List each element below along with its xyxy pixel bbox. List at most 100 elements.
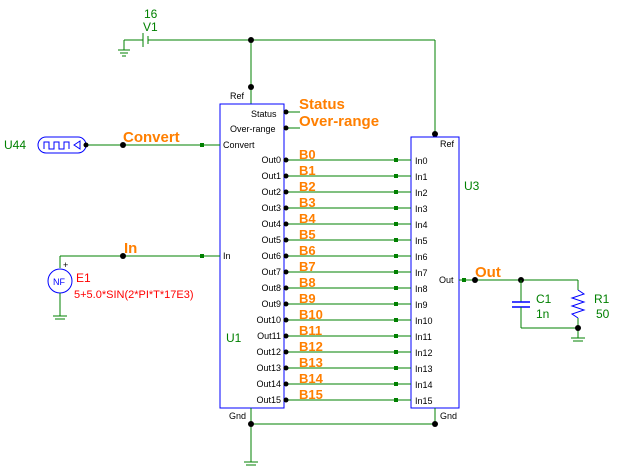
u1-out-pin-label: Out0 <box>261 155 281 165</box>
u1-out-pin-label: Out10 <box>256 315 281 325</box>
net-bit-label: B6 <box>299 243 316 258</box>
pin-dot <box>283 333 289 339</box>
v1-value: 16 <box>144 7 158 21</box>
pin-marker <box>394 334 398 338</box>
pin-dot <box>283 205 289 211</box>
pin-marker <box>394 222 398 226</box>
net-bit-label: B11 <box>299 323 322 338</box>
u1-out-pin-label: Out2 <box>261 187 281 197</box>
u1-out-pin-label: Out8 <box>261 283 281 293</box>
net-bit-label: B12 <box>299 339 323 354</box>
junction-dot <box>432 131 438 137</box>
u3-block <box>410 136 460 409</box>
junction-dot <box>248 84 254 90</box>
u1-gnd-label: Gnd <box>229 411 246 421</box>
pin-dot <box>283 221 289 227</box>
u44-name: U44 <box>4 138 26 152</box>
pin-marker <box>394 270 398 274</box>
pin-dot <box>283 109 289 115</box>
u3-in-pin-label: In8 <box>415 284 428 294</box>
u1-out-pin-label: Out1 <box>261 171 281 181</box>
u3-in-pin-label: In11 <box>415 332 432 342</box>
c1-value: 1n <box>536 307 549 321</box>
e1-source <box>47 268 73 320</box>
net-status: Status <box>299 96 345 113</box>
u3-in-pin-label: In15 <box>415 396 433 406</box>
u1-overrange-label: Over-range <box>230 124 276 134</box>
junction-dot <box>120 142 126 148</box>
pin-marker <box>394 302 398 306</box>
pin-dot <box>283 301 289 307</box>
pin-marker <box>394 286 398 290</box>
r1-name: R1 <box>594 292 610 306</box>
u3-in-pin-label: In6 <box>415 252 428 262</box>
pin-dot <box>283 173 289 179</box>
pin-marker <box>200 254 204 258</box>
c1-capacitor <box>512 280 578 329</box>
net-bit-label: B0 <box>299 147 316 162</box>
net-bit-label: B15 <box>299 387 323 402</box>
net-bit-label: B2 <box>299 179 316 194</box>
e1-name: E1 <box>76 271 91 285</box>
u3-ref-label: Ref <box>440 139 455 149</box>
r1-value: 50 <box>596 307 610 321</box>
u1-out-pin-label: Out15 <box>256 395 281 405</box>
junction-dot <box>120 253 126 259</box>
u3-in-pin-label: In14 <box>415 380 433 390</box>
net-bit-label: B13 <box>299 355 323 370</box>
u1-out-pin-label: Out12 <box>256 347 281 357</box>
e1-symbol: NF <box>53 277 65 287</box>
u1-in-label: In <box>223 251 231 261</box>
u3-in-pin-label: In3 <box>415 204 428 214</box>
pin-marker <box>394 174 398 178</box>
junction-dot <box>472 277 478 283</box>
pin-dot <box>283 349 289 355</box>
pin-marker <box>394 398 398 402</box>
u3-in-pin-label: In2 <box>415 188 428 198</box>
pin-marker <box>462 278 466 282</box>
net-overrange: Over-range <box>299 113 379 130</box>
u1-out-pin-label: Out4 <box>261 219 281 229</box>
pin-dot <box>283 317 289 323</box>
u1-out-pin-label: Out14 <box>256 379 281 389</box>
u1-out-pin-label: Out7 <box>261 267 281 277</box>
pin-marker <box>200 143 204 147</box>
u1-out-pin-label: Out5 <box>261 235 281 245</box>
junction-dot <box>432 421 438 427</box>
u3-in-pin-label: In0 <box>415 156 428 166</box>
u1-status-label: Status <box>251 109 277 119</box>
pin-dot <box>283 237 289 243</box>
net-bit-label: B5 <box>299 227 316 242</box>
u1-out-pin-label: Out3 <box>261 203 281 213</box>
net-in: In <box>124 240 137 257</box>
pin-dot <box>283 285 289 291</box>
u3-name: U3 <box>464 179 480 193</box>
u3-in-pin-label: In9 <box>415 300 428 310</box>
pin-dot <box>283 269 289 275</box>
junction-dot <box>248 37 254 43</box>
u1-out-pin-label: Out11 <box>257 331 281 341</box>
pin-marker <box>394 158 398 162</box>
u3-in-pin-label: In13 <box>415 364 433 374</box>
e1-plus: + <box>63 260 68 270</box>
v1-battery <box>118 33 435 57</box>
pin-marker <box>394 318 398 322</box>
u3-in-pin-label: In4 <box>415 220 428 230</box>
net-bit-label: B3 <box>299 195 316 210</box>
u3-in-pin-label: In12 <box>415 348 433 358</box>
pin-dot <box>83 142 89 148</box>
pin-marker <box>394 254 398 258</box>
pin-marker <box>394 238 398 242</box>
pin-dot <box>283 253 289 259</box>
u1-ref-label: Ref <box>230 91 245 101</box>
u3-out-label: Out <box>439 275 454 285</box>
u44-clock-source <box>37 136 87 154</box>
u3-in-pin-label: In5 <box>415 236 428 246</box>
u3-in-pin-label: In10 <box>415 316 433 326</box>
net-bit-label: B1 <box>299 163 316 178</box>
pin-marker <box>394 190 398 194</box>
v1-name: V1 <box>143 20 158 34</box>
u3-in-pin-label: In1 <box>415 172 428 182</box>
net-bit-label: B9 <box>299 291 316 306</box>
